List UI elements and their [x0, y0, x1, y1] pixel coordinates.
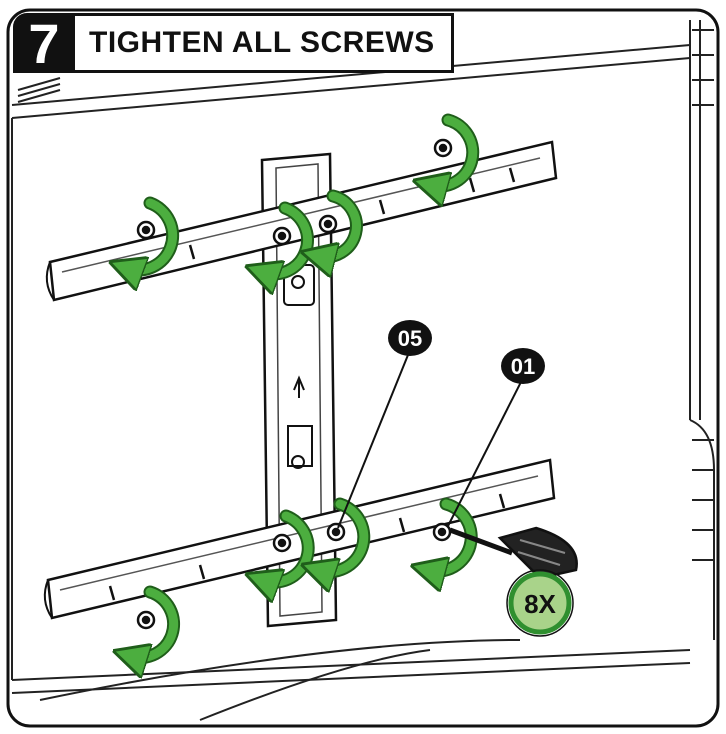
quantity-badge: 8X — [506, 569, 574, 637]
screwdriver-icon — [449, 526, 578, 580]
step-number: 7 — [13, 12, 75, 75]
callout-label: 01 — [511, 354, 535, 379]
callout-part-01: 01 — [501, 348, 545, 384]
quantity-label: 8X — [524, 589, 556, 619]
callout-label: 05 — [398, 326, 422, 351]
rotate-arrow-icon — [126, 113, 480, 658]
step-title: TIGHTEN ALL SCREWS — [75, 13, 454, 73]
panel-frame — [6, 8, 720, 728]
screw-icon — [136, 138, 453, 630]
callout-part-05: 05 — [388, 320, 432, 356]
step-header: 7 TIGHTEN ALL SCREWS — [13, 12, 454, 75]
tv-grille — [17, 29, 714, 561]
callout-leaders — [337, 349, 524, 529]
